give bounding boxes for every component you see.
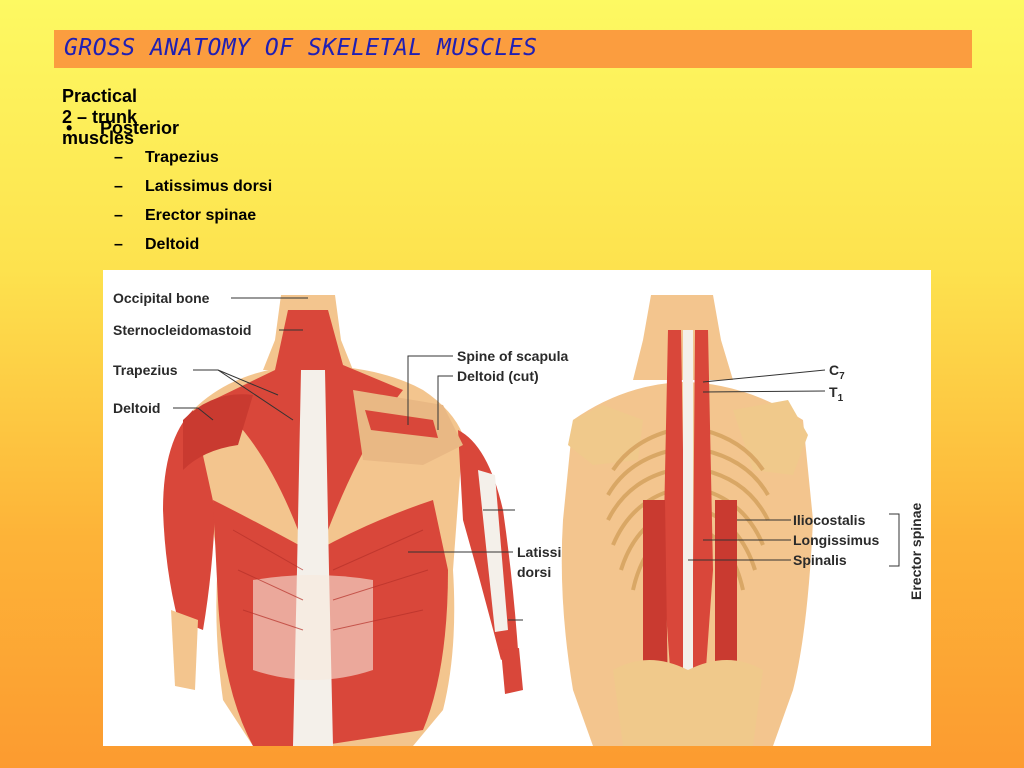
label-spinalis: Spinalis bbox=[793, 552, 847, 568]
label-c7: C7 bbox=[829, 362, 845, 382]
title-bar: GROSS ANATOMY OF SKELETAL MUSCLES bbox=[54, 30, 972, 68]
sub-item-label: Trapezius bbox=[145, 149, 219, 166]
label-deltoid: Deltoid bbox=[113, 400, 160, 416]
label-erector-spinae-group: Erector spinae bbox=[908, 503, 924, 600]
sub-item-label: Erector spinae bbox=[145, 207, 257, 224]
slide-title: GROSS ANATOMY OF SKELETAL MUSCLES bbox=[64, 35, 538, 61]
right-labels bbox=[688, 369, 900, 567]
slide-subtitle: Practical 2 – trunk muscles bbox=[62, 86, 138, 148]
anatomy-illustration: Occipital bone Sternocleidomastoid Trape… bbox=[113, 290, 924, 746]
label-t1: T1 bbox=[829, 384, 844, 404]
label-iliocostalis: Iliocostalis bbox=[793, 512, 866, 528]
label-longissimus: Longissimus bbox=[793, 532, 880, 548]
label-latissimus-line2: dorsi bbox=[517, 564, 551, 580]
label-spine-of-scapula: Spine of scapula bbox=[457, 348, 568, 364]
left-back-illustration bbox=[163, 295, 523, 746]
sub-item-label: Latissimus dorsi bbox=[145, 178, 273, 195]
sub-marker: – bbox=[114, 149, 123, 166]
label-trapezius: Trapezius bbox=[113, 362, 178, 378]
label-occipital-bone: Occipital bone bbox=[113, 290, 210, 306]
sub-marker: – bbox=[114, 207, 123, 224]
bullet-label: Posterior bbox=[100, 118, 180, 138]
bullet-marker: • bbox=[66, 118, 73, 138]
right-back-illustration bbox=[561, 295, 813, 746]
sub-item-label: Deltoid bbox=[145, 236, 200, 253]
label-deltoid-cut: Deltoid (cut) bbox=[457, 368, 539, 384]
left-labels bbox=[173, 297, 523, 621]
anatomy-figure: Occipital bone Sternocleidomastoid Trape… bbox=[103, 270, 931, 746]
label-sternocleidomastoid: Sternocleidomastoid bbox=[113, 322, 251, 338]
sub-marker: – bbox=[114, 236, 123, 253]
sub-marker: – bbox=[114, 178, 123, 195]
